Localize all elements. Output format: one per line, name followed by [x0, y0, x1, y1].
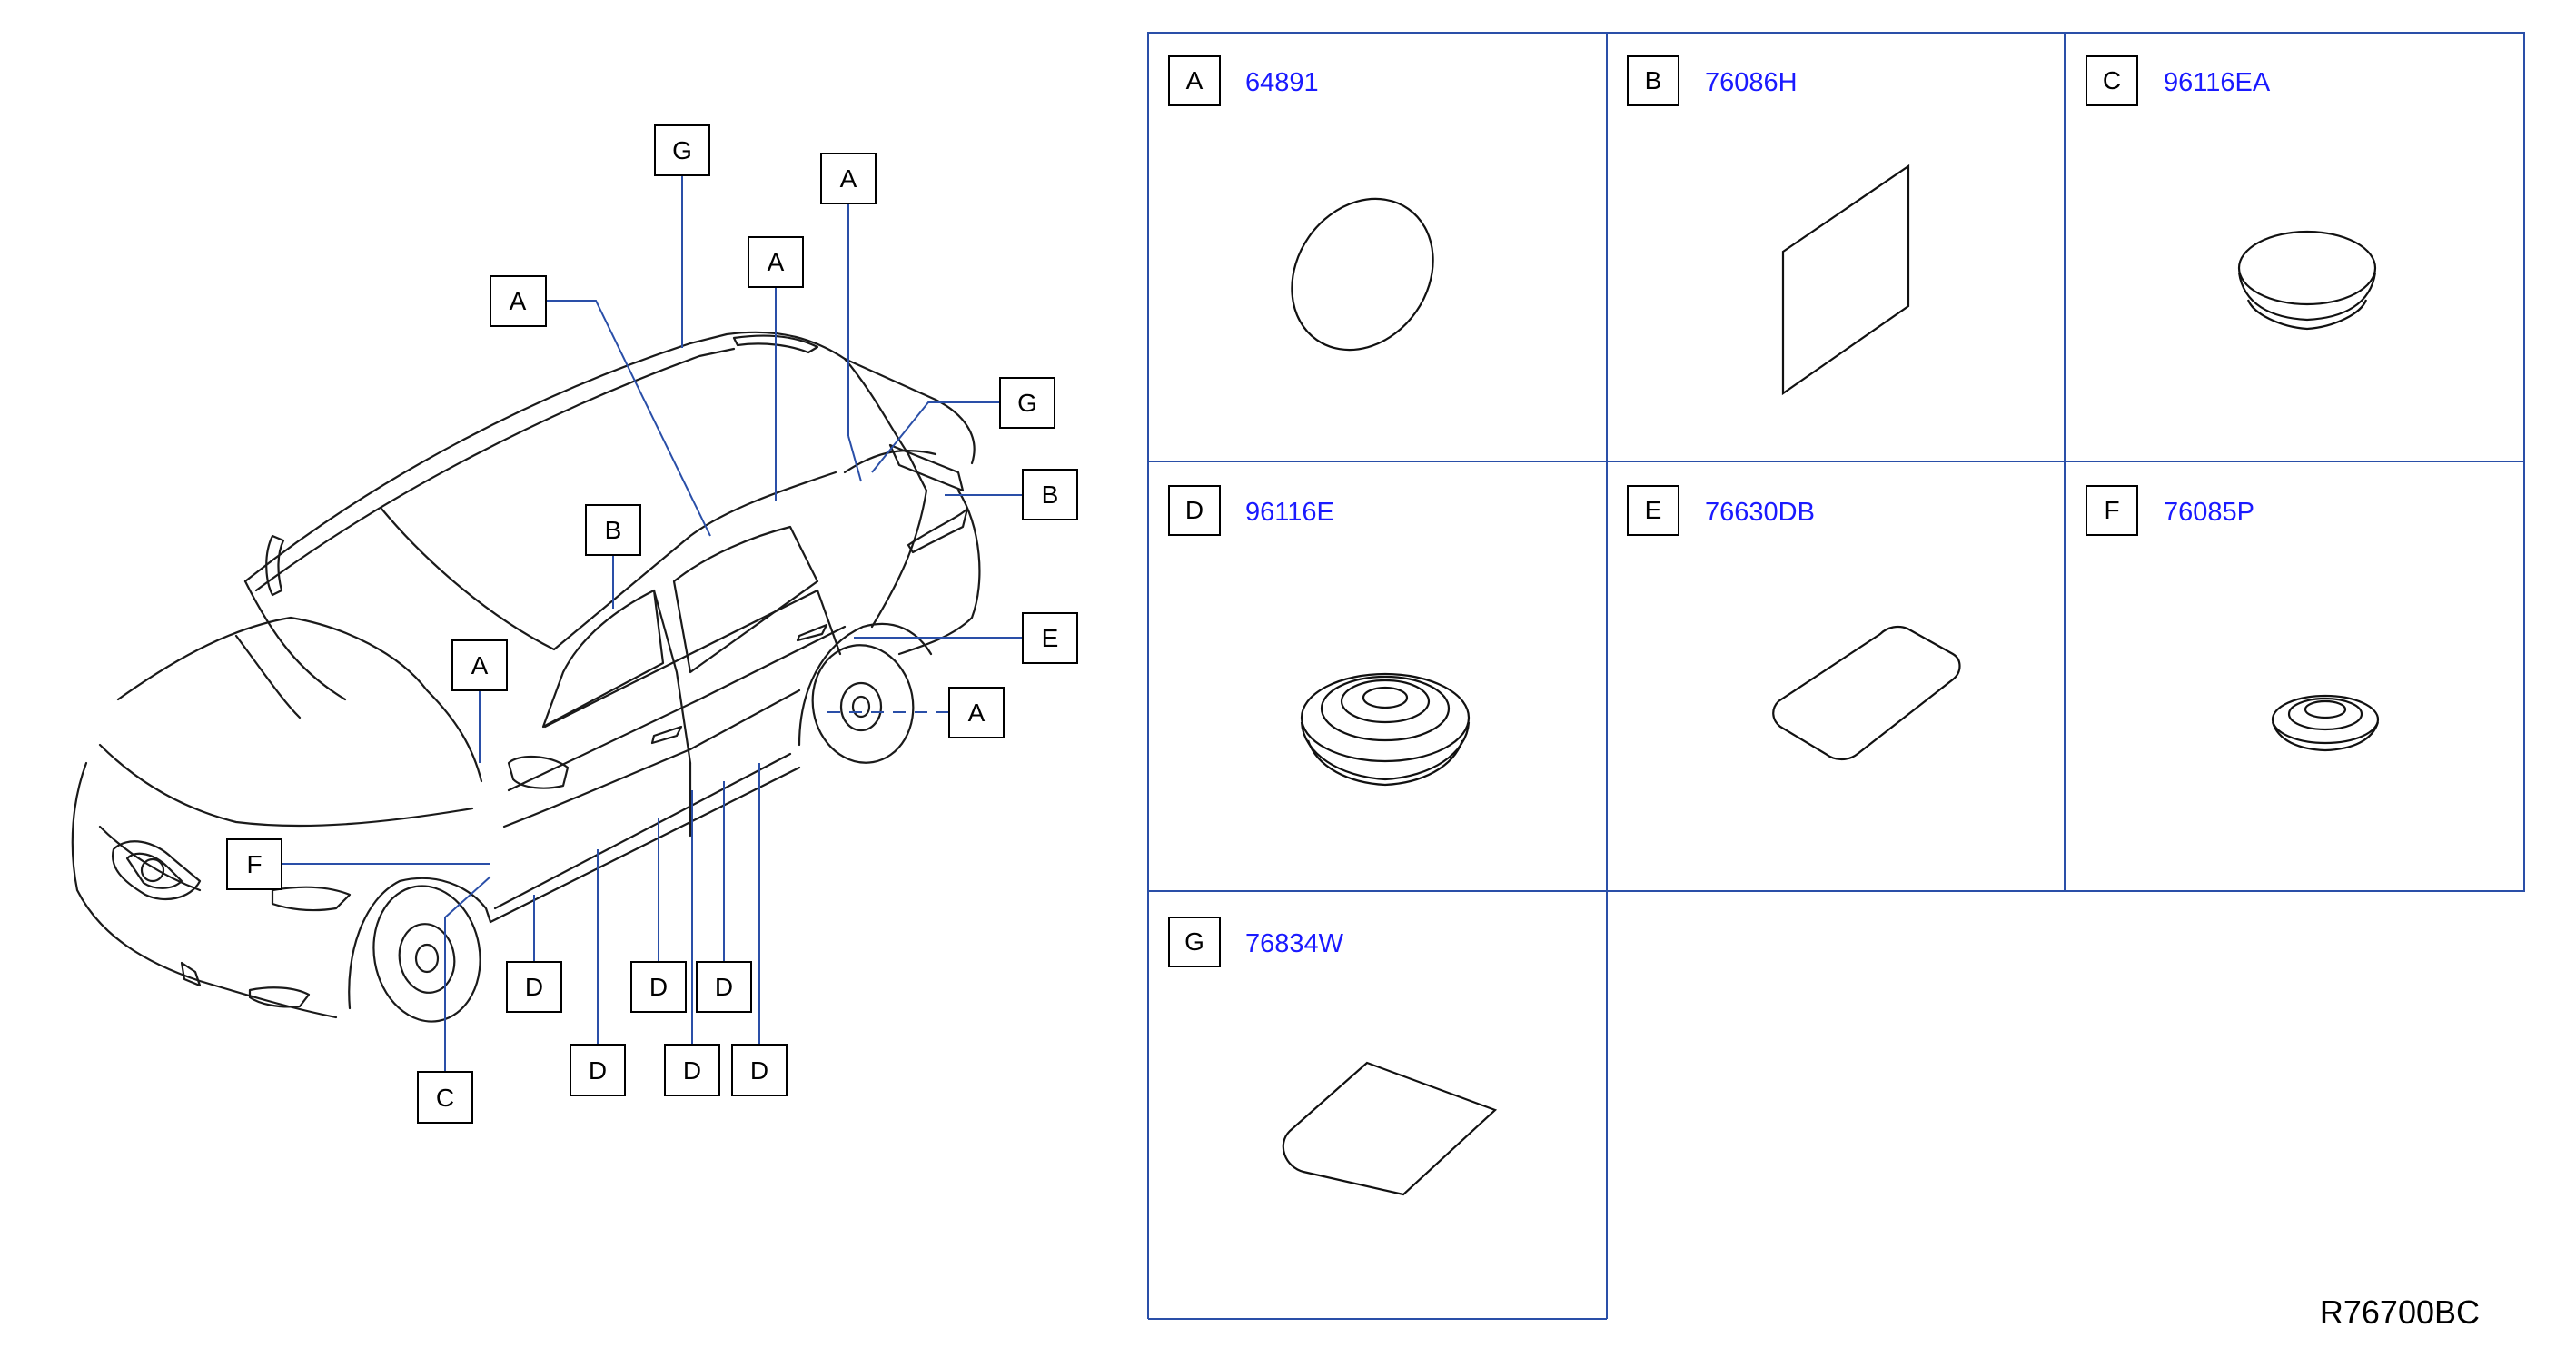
- callout-letter: D: [525, 973, 543, 1001]
- oval-patch-icon: [1291, 197, 1434, 352]
- callout-letter: G: [1017, 389, 1037, 417]
- part-number[interactable]: 64891: [1245, 68, 1319, 97]
- callout-c-wheel: C: [417, 1071, 473, 1124]
- callout-letter: E: [1042, 624, 1059, 652]
- callout-d-5: D: [696, 961, 752, 1013]
- small-plug-icon: [2271, 694, 2380, 752]
- callout-d-3: D: [630, 961, 687, 1013]
- callout-f-front: F: [226, 838, 282, 890]
- part-letter: A: [1186, 66, 1204, 94]
- callout-d-4: D: [664, 1044, 720, 1096]
- part-number[interactable]: 96116E: [1245, 498, 1334, 527]
- callout-a-roof-mid: A: [748, 236, 804, 288]
- callout-a-top-right: A: [820, 153, 877, 204]
- part-cell-a: A 64891: [1168, 55, 1434, 352]
- part-number[interactable]: 76834W: [1245, 929, 1344, 958]
- part-cell-b: B 76086H: [1627, 55, 1910, 396]
- callout-letter: B: [605, 516, 622, 544]
- callout-letter: D: [649, 973, 668, 1001]
- sealing-sheet-icon: [1282, 1061, 1498, 1196]
- part-number[interactable]: 76086H: [1705, 68, 1798, 97]
- part-letter: G: [1184, 927, 1204, 956]
- part-number[interactable]: 76630DB: [1705, 498, 1815, 527]
- part-letter: B: [1645, 66, 1662, 94]
- rounded-patch-icon: [1772, 625, 1961, 761]
- callout-a-rear-wheel: A: [948, 687, 1005, 738]
- part-letter: E: [1645, 496, 1662, 524]
- part-cell-c: C 96116EA: [2086, 55, 2377, 331]
- callout-g-top: G: [654, 124, 710, 176]
- callout-letter: B: [1042, 481, 1059, 509]
- part-number[interactable]: 96116EA: [2164, 68, 2271, 97]
- square-sheet-icon: [1781, 164, 1910, 396]
- parts-grid: [1147, 32, 2525, 1320]
- part-letter: F: [2104, 496, 2119, 524]
- callout-b-pillar: B: [585, 504, 641, 556]
- callout-b-rear: B: [1022, 469, 1078, 520]
- callout-letter: D: [589, 1056, 607, 1085]
- callout-d-1: D: [506, 961, 562, 1013]
- callout-letter: D: [750, 1056, 768, 1085]
- callout-letter: D: [715, 973, 733, 1001]
- callout-letter: F: [246, 850, 262, 878]
- callout-letter: G: [672, 136, 692, 164]
- part-cell-g: G 76834W: [1168, 917, 1498, 1196]
- part-cell-d: D 96116E: [1168, 485, 1471, 787]
- diagram-code: R76700BC: [2320, 1293, 2480, 1331]
- callout-a-upper-left: A: [490, 275, 547, 327]
- callout-letter: A: [968, 699, 986, 727]
- callout-a-hood: A: [451, 639, 508, 691]
- leader-lines: [282, 175, 1023, 1072]
- callout-g-rear: G: [999, 377, 1055, 429]
- callout-letter: D: [683, 1056, 701, 1085]
- part-letter: C: [2103, 66, 2121, 94]
- part-number[interactable]: 76085P: [2164, 498, 2254, 527]
- callout-letter: A: [840, 164, 857, 193]
- callout-e-rear: E: [1022, 612, 1078, 664]
- cap-plug-icon: [2237, 230, 2377, 331]
- callout-d-2: D: [570, 1044, 626, 1096]
- callout-letter: A: [768, 248, 785, 276]
- callout-d-6: D: [731, 1044, 788, 1096]
- part-cell-f: F 76085P: [2086, 485, 2380, 752]
- part-cell-e: E 76630DB: [1627, 485, 1961, 761]
- callout-letter: C: [436, 1084, 454, 1112]
- part-letter: D: [1185, 496, 1204, 524]
- vehicle-illustration: [71, 331, 981, 1023]
- callout-letter: A: [471, 651, 489, 679]
- ribbed-plug-icon: [1300, 672, 1471, 787]
- callout-letter: A: [510, 287, 527, 315]
